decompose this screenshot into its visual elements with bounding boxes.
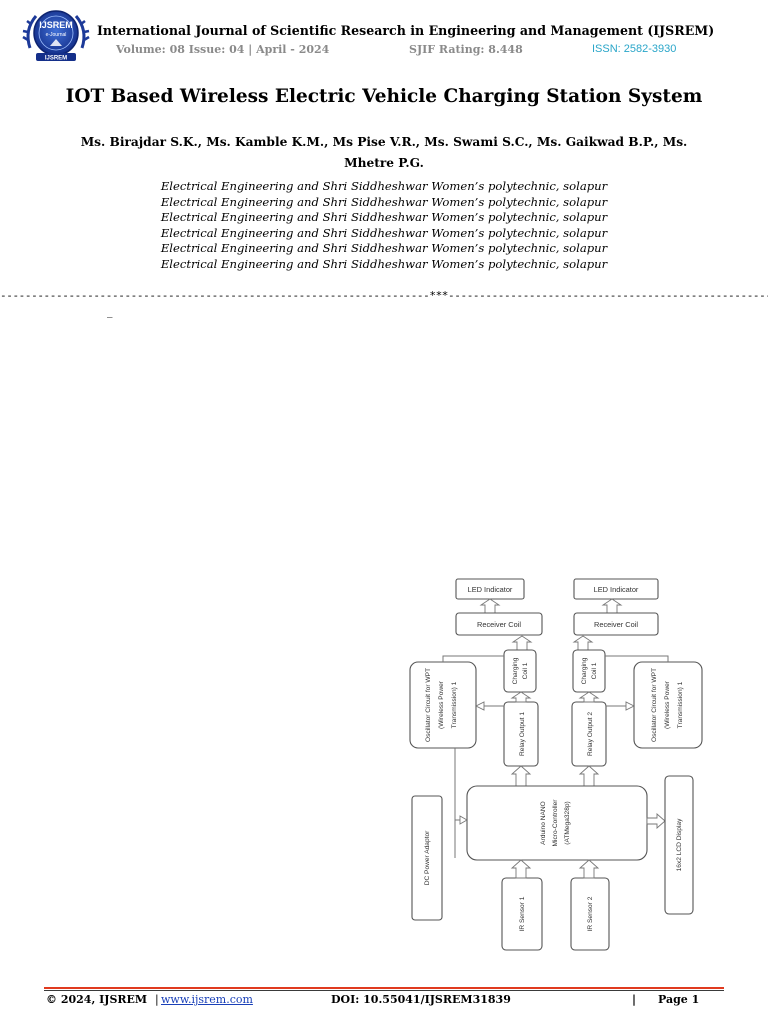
arrow-up-icon (510, 859, 532, 879)
footer-divider: | (632, 993, 637, 1006)
charging-coil-left-label-1: Charging (512, 657, 519, 684)
charging-coil-right-label-1: Charging (581, 657, 588, 684)
dc-power-adaptor-box (411, 795, 443, 921)
copyright: © 2024, IJSREM (46, 993, 148, 1006)
oscillator-left-label-3: Transmission) 1 (451, 681, 458, 728)
issn: ISSN: 2582-3930 (592, 43, 677, 55)
arrow-up-icon (578, 765, 600, 787)
ir-sensor-right-label: IR Sensor 2 (587, 896, 594, 931)
dc-power-adaptor-label: DC Power Adaptor (424, 830, 431, 885)
oscillator-right-label-1: Oscillator Circuit for WPT (651, 668, 658, 742)
logo-text-top: IJSREM (39, 20, 73, 30)
ijsrem-logo: IJSREM e-Journal IJSREM (22, 10, 90, 62)
arrow-up-icon (601, 598, 623, 614)
receiver-coil-left-label: Receiver Coil (477, 620, 521, 629)
journal-header: IJSREM e-Journal IJSREM International Jo… (0, 0, 768, 64)
arrow-right-icon (459, 815, 468, 825)
affiliation-line: Electrical Engineering and Shri Siddhesh… (160, 225, 608, 240)
oscillator-right-label-2: (Wireless Power (664, 680, 671, 729)
footer-rule (44, 990, 724, 991)
receiver-coil-left-box (455, 612, 543, 636)
charging-coil-right-label-2: Coil 1 (591, 662, 598, 679)
block-diagram-figure: LED Indicator LED Indicator Receiver Coi… (400, 570, 710, 960)
section-separator: ----------------------------------------… (0, 289, 768, 302)
arduino-label-3: (ATMega328p) (564, 801, 571, 845)
arduino-label-1: Arduino NANO (540, 801, 547, 845)
arrow-up-icon (572, 635, 594, 651)
affiliation-line: Electrical Engineering and Shri Siddhesh… (160, 194, 608, 209)
arrow-up-icon (510, 691, 532, 703)
author-list: Ms. Birajdar S.K., Ms. Kamble K.M., Ms P… (80, 135, 688, 170)
journal-website-link[interactable]: www.ijsrem.com (161, 993, 253, 1006)
block-diagram: LED Indicator LED Indicator Receiver Coi… (409, 578, 703, 951)
page-footer: © 2024, IJSREM | www.ijsrem.com DOI: 10.… (0, 993, 768, 1013)
affiliation-line: Electrical Engineering and Shri Siddhesh… (160, 256, 608, 271)
charging-coil-left-label-2: Coil 1 (522, 662, 529, 679)
doi: DOI: 10.55041/IJSREM31839 (331, 993, 511, 1006)
footer-accent-rule (44, 987, 724, 989)
arrow-right-icon (646, 813, 666, 829)
connector-line (605, 655, 669, 662)
affiliation-line: Electrical Engineering and Shri Siddhesh… (160, 241, 608, 256)
page-number: Page 1 (658, 993, 700, 1006)
affiliation-line: Electrical Engineering and Shri Siddhesh… (160, 210, 608, 225)
arrow-up-icon (511, 635, 533, 651)
relay-output-right-label: Relay Output 2 (587, 712, 594, 756)
arrow-up-icon (479, 598, 501, 614)
arrow-up-icon (510, 765, 532, 787)
sjif-rating: SJIF Rating: 8.448 (409, 43, 523, 56)
receiver-coil-right-box (573, 612, 659, 636)
logo-text-bottom: IJSREM (45, 56, 67, 62)
arrow-right-icon (625, 701, 636, 711)
footer-divider: | (155, 993, 159, 1006)
affiliation-line: Electrical Engineering and Shri Siddhesh… (160, 179, 608, 193)
oscillator-left-label-1: Oscillator Circuit for WPT (425, 668, 432, 742)
connector-line (442, 655, 504, 662)
ir-sensor-left-label: IR Sensor 1 (519, 896, 526, 931)
led-indicator-right-label: LED Indicator (594, 585, 639, 594)
lcd-display-box (664, 775, 694, 915)
led-indicator-right-box (573, 578, 659, 600)
led-indicator-left-label: LED Indicator (468, 585, 513, 594)
volume-issue: Volume: 08 Issue: 04 | April - 2024 (116, 43, 330, 56)
charging-coil-right-box (572, 649, 606, 693)
logo-text-mid: e-Journal (46, 32, 67, 38)
paper-title: IOT Based Wireless Electric Vehicle Char… (65, 86, 703, 107)
arduino-label-2: Micro-Controller (552, 799, 559, 847)
oscillator-right-label-3: Transmission) 1 (677, 681, 684, 728)
arrow-up-icon (578, 859, 600, 879)
arrow-left-icon (474, 701, 485, 711)
stray-mark: _ (107, 305, 113, 318)
affiliations: Electrical Engineering and Shri Siddhesh… (0, 179, 768, 273)
relay-output-left-label: Relay Output 1 (519, 712, 526, 756)
arrow-up-icon (578, 691, 600, 703)
oscillator-left-label-2: (Wireless Power (438, 680, 445, 729)
lcd-display-label: 16x2 LCD Display (676, 818, 683, 871)
charging-coil-left-box (503, 649, 537, 693)
receiver-coil-right-label: Receiver Coil (594, 620, 638, 629)
journal-title: International Journal of Scientific Rese… (97, 23, 715, 38)
